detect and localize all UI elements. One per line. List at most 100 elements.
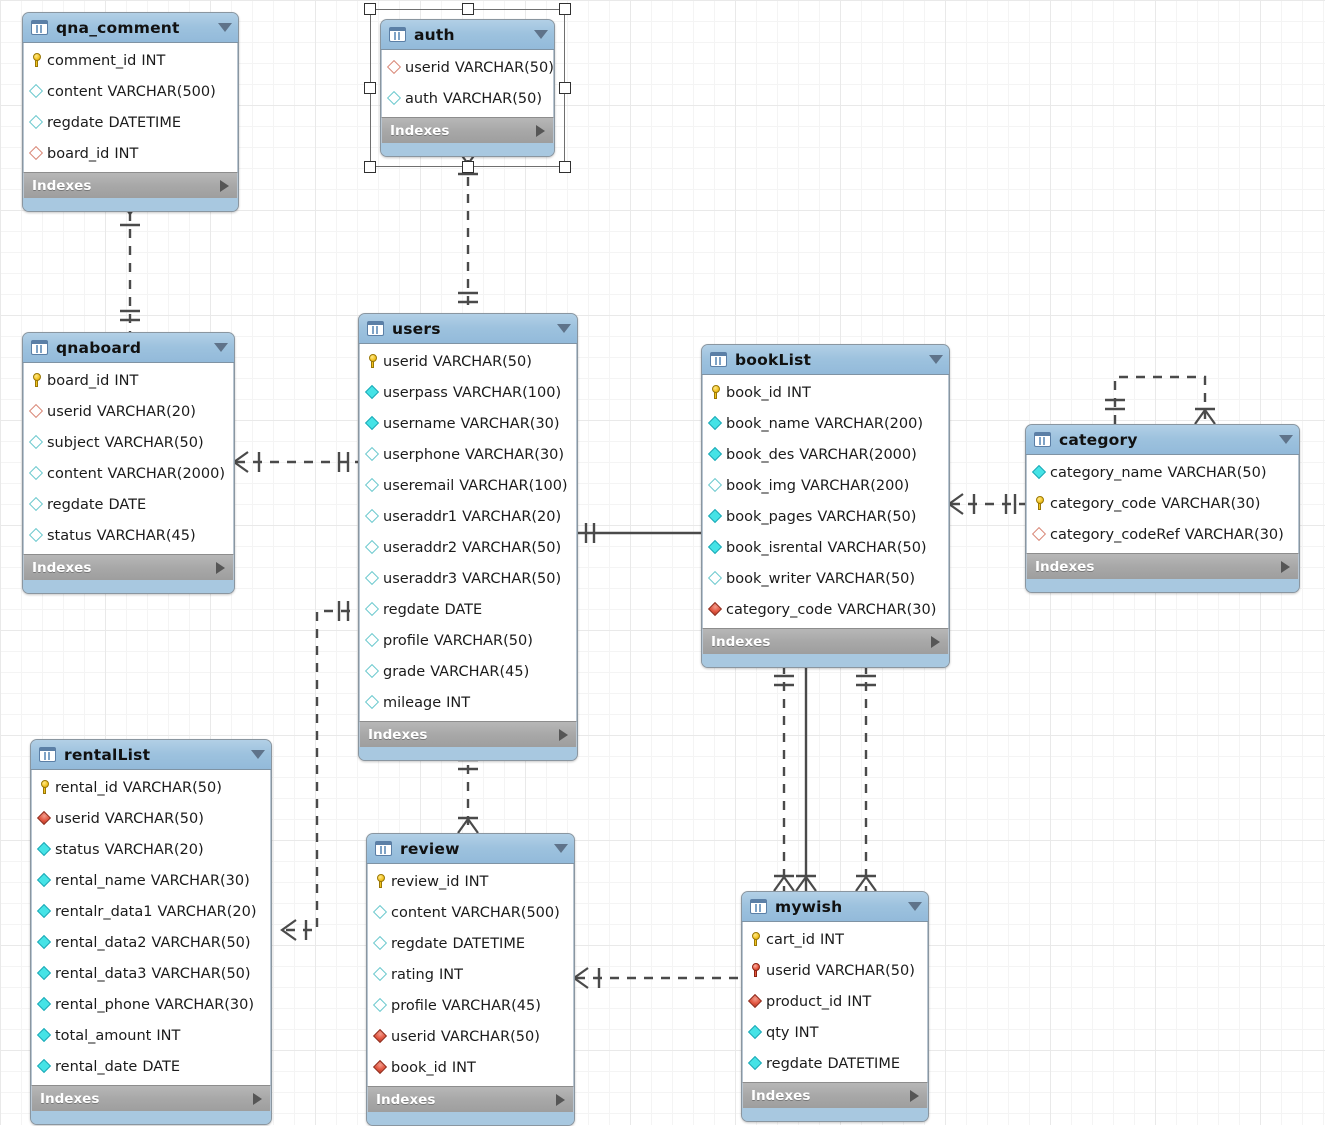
resize-handle-e[interactable] <box>559 82 571 94</box>
table-header-auth[interactable]: auth <box>381 20 554 50</box>
table-header-users[interactable]: users <box>359 314 577 344</box>
expand-right-icon[interactable] <box>536 124 545 137</box>
rel-booklist-category[interactable] <box>947 493 1025 515</box>
expand-right-icon[interactable] <box>556 1093 565 1106</box>
chevron-down-icon[interactable] <box>1279 435 1293 444</box>
table-header-qna_comment[interactable]: qna_comment <box>23 13 238 43</box>
rel-auth-users[interactable] <box>457 149 479 313</box>
table-header-qnaboard[interactable]: qnaboard <box>23 333 234 363</box>
chevron-down-icon[interactable] <box>214 343 228 352</box>
resize-handle-ne[interactable] <box>559 3 571 15</box>
rel-review-mywish[interactable] <box>572 967 741 989</box>
indexes-section-users[interactable]: Indexes <box>359 721 577 747</box>
resize-handle-sw[interactable] <box>364 161 376 173</box>
rel-category-self[interactable] <box>1105 375 1216 425</box>
rel-booklist-mywish-a[interactable] <box>773 665 795 892</box>
chevron-down-icon[interactable] <box>218 23 232 32</box>
indexes-section-rentalList[interactable]: Indexes <box>31 1085 271 1111</box>
indexes-section-auth[interactable]: Indexes <box>381 117 554 143</box>
expand-right-icon[interactable] <box>910 1089 919 1102</box>
chevron-down-icon[interactable] <box>251 750 265 759</box>
rel-rentallist-users[interactable] <box>280 601 358 941</box>
table-header-category[interactable]: category <box>1026 425 1299 455</box>
rel-booklist-mywish-b[interactable] <box>795 665 817 892</box>
table-header-mywish[interactable]: mywish <box>742 892 928 922</box>
indexes-section-mywish[interactable]: Indexes <box>742 1082 928 1108</box>
rel-qnaboard-users[interactable] <box>232 451 358 473</box>
indexes-section-bookList[interactable]: Indexes <box>702 628 949 654</box>
expand-right-icon[interactable] <box>253 1092 262 1105</box>
table-header-review[interactable]: review <box>367 834 574 864</box>
indexes-section-qna_comment[interactable]: Indexes <box>23 172 238 198</box>
resize-handle-w[interactable] <box>364 82 376 94</box>
indexes-section-qnaboard[interactable]: Indexes <box>23 554 234 580</box>
resize-handle-se[interactable] <box>559 161 571 173</box>
table-header-bookList[interactable]: bookList <box>702 345 949 375</box>
table-header-rentalList[interactable]: rentalList <box>31 740 271 770</box>
chevron-down-icon[interactable] <box>908 902 922 911</box>
chevron-down-icon[interactable] <box>554 844 568 853</box>
rel-qnacomment-qnaboard[interactable] <box>119 199 141 332</box>
chevron-down-icon[interactable] <box>929 355 943 364</box>
expand-right-icon[interactable] <box>1281 560 1290 573</box>
expand-right-icon[interactable] <box>559 728 568 741</box>
resize-handle-nw[interactable] <box>364 3 376 15</box>
expand-right-icon[interactable] <box>216 561 225 574</box>
